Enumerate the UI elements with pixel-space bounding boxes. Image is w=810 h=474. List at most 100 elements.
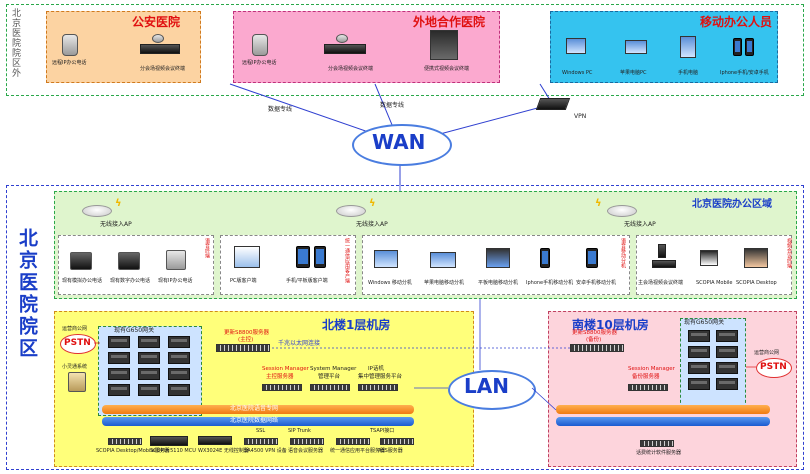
mobile-ext-4: 安卓手机移动分机	[576, 280, 617, 286]
south-bottom-device: 话费统计软件服务器	[636, 450, 682, 456]
conference-server-icon	[290, 438, 324, 445]
mobile-device-1: 苹果电脑PC	[620, 70, 647, 76]
pstn-cloud-south	[756, 358, 792, 378]
north-bottom-2: WX3024E 无线控制器	[198, 448, 249, 454]
mobile-title: 移动办公人员	[700, 15, 773, 29]
ip-phone-mgmt-icon	[358, 384, 398, 391]
windows-pc-icon	[374, 250, 398, 268]
lan-cloud	[448, 370, 536, 410]
mobile-device-3: Iphone手机/安卓手机	[720, 70, 769, 76]
mac-laptop-icon	[430, 252, 456, 268]
pstn-note-north: 运营商公网	[62, 326, 88, 332]
link-note: 千兆以太网连接	[278, 340, 321, 347]
s8800-north-sub: (主控)	[238, 337, 254, 343]
mobile-client-icon	[296, 246, 310, 268]
mobile-client-icon	[314, 246, 326, 268]
scopia-mcu-icon	[150, 436, 188, 446]
ip-phone-icon	[62, 34, 78, 56]
ap-label-2: 无线接入AP	[356, 221, 388, 228]
south-voice-bus	[556, 405, 770, 414]
vpn-appliance-icon	[244, 438, 278, 445]
sip-tag: SIP Trunk	[288, 428, 311, 434]
wireless-signal-icon: ϟ	[115, 198, 122, 209]
camera-icon	[336, 34, 348, 43]
switch-label: 小灵通系统	[62, 364, 88, 370]
wireless-ap-icon	[607, 205, 637, 217]
ap-label-1: 无线接入AP	[100, 221, 132, 228]
north-server-0-sub: 主控服务器	[266, 374, 294, 380]
ap-label-3: 无线接入AP	[624, 221, 656, 228]
gateway-rack-icon	[688, 378, 710, 390]
group-uc-clients	[220, 235, 356, 295]
north-server-2-name: IP话机	[368, 366, 384, 372]
speaker-icon	[658, 244, 666, 258]
mobile-device-2: 手机电脑	[678, 70, 699, 76]
gateway-rack-icon	[138, 368, 160, 380]
voice-device-1: 现有数字办公电话	[110, 278, 151, 284]
waidi-title: 外地合作医院	[413, 15, 486, 29]
pbx-switch-icon	[68, 372, 86, 392]
pstn-label-north: PSTN	[64, 338, 91, 348]
south-title: 南楼10层机房	[572, 318, 649, 332]
main-video-terminal-icon	[652, 260, 676, 268]
data-bus	[102, 417, 414, 426]
mobile-ext-2: 平板电脑移动分机	[478, 280, 519, 286]
s8800-server-icon	[216, 344, 270, 352]
pc-client-icon	[234, 246, 260, 268]
voice-device-0: 现有模拟办公电话	[62, 278, 103, 284]
voice-bus-label: 北京医院语音专网	[230, 405, 279, 412]
gateway-rack-icon	[168, 336, 190, 348]
outside-label: 北京医院院区外	[10, 8, 20, 78]
ssl-tag: SSL	[256, 428, 266, 434]
pstn-label-south: PSTN	[760, 362, 787, 372]
gateway-rack-icon	[108, 384, 130, 396]
video-device-0: 主会场视频会议终端	[638, 280, 684, 286]
office-title: 北京医院办公区域	[692, 199, 772, 210]
gateway-rack-icon	[168, 352, 190, 364]
camera-icon	[152, 34, 164, 43]
inside-label: 北京医院院区	[16, 228, 38, 360]
voice-side-label: 语音终端	[204, 238, 210, 258]
billing-server-icon	[640, 440, 674, 447]
gateway-rack-icon	[688, 362, 710, 374]
ip-phone-icon	[252, 34, 268, 56]
gateway-rack-icon	[716, 346, 738, 358]
mobile-ext-3: Iphone手机移动分机	[526, 280, 574, 286]
gateway-rack-icon	[716, 362, 738, 374]
south-server-name: Session Manager	[628, 366, 675, 372]
scopia-desktop-icon	[744, 248, 768, 268]
gateway-rack-icon	[138, 352, 160, 364]
gateway-rack-icon	[138, 336, 160, 348]
uc-side-label: 统一通信应用客户端	[344, 238, 350, 283]
wireless-signal-icon: ϟ	[595, 198, 602, 209]
wireless-signal-icon: ϟ	[369, 198, 376, 209]
uc-device-1: 手机/平板版客户端	[286, 278, 328, 284]
waidi-device-2: 便携式视频会议终端	[424, 66, 470, 72]
mobile-ext-side-label: 语音移动分机	[620, 238, 626, 268]
ip-phone-icon	[166, 250, 186, 270]
tsapi-tag: TSAPI接口	[370, 428, 395, 434]
waidi-device-1: 分会场视频会议终端	[328, 66, 374, 72]
north-bottom-6: AES服务器	[378, 448, 403, 454]
gateway-rack-icon	[168, 384, 190, 396]
tablet-icon	[486, 248, 510, 268]
mobile-ext-0: Windows 移动分机	[368, 280, 412, 286]
s8800-south-label: 更新S8800服务器	[572, 330, 617, 336]
lan-label: LAN	[464, 374, 509, 398]
wireless-controller-icon	[198, 436, 232, 445]
north-bottom-3: SA4500 VPN 设备	[244, 448, 287, 454]
data-bus-label: 北京医院数据网络	[230, 417, 279, 424]
wan-link-label-2: 数据专线	[380, 102, 405, 109]
north-bottom-5: 统一通信应用平台服务器	[330, 448, 386, 454]
scopia-server-icon	[108, 438, 142, 445]
voice-bus	[102, 405, 414, 414]
session-manager-backup-icon	[628, 384, 668, 391]
wan-link-label-1: 数据专线	[268, 106, 293, 113]
gateway-rack-icon	[168, 368, 190, 380]
gateway-rack-icon	[108, 336, 130, 348]
gateway-rack-icon	[688, 346, 710, 358]
waidi-device-0: 远程IP办公电话	[242, 60, 277, 66]
wan-cloud	[352, 124, 452, 166]
north-gateway-label: 现有G650网关	[114, 327, 155, 334]
